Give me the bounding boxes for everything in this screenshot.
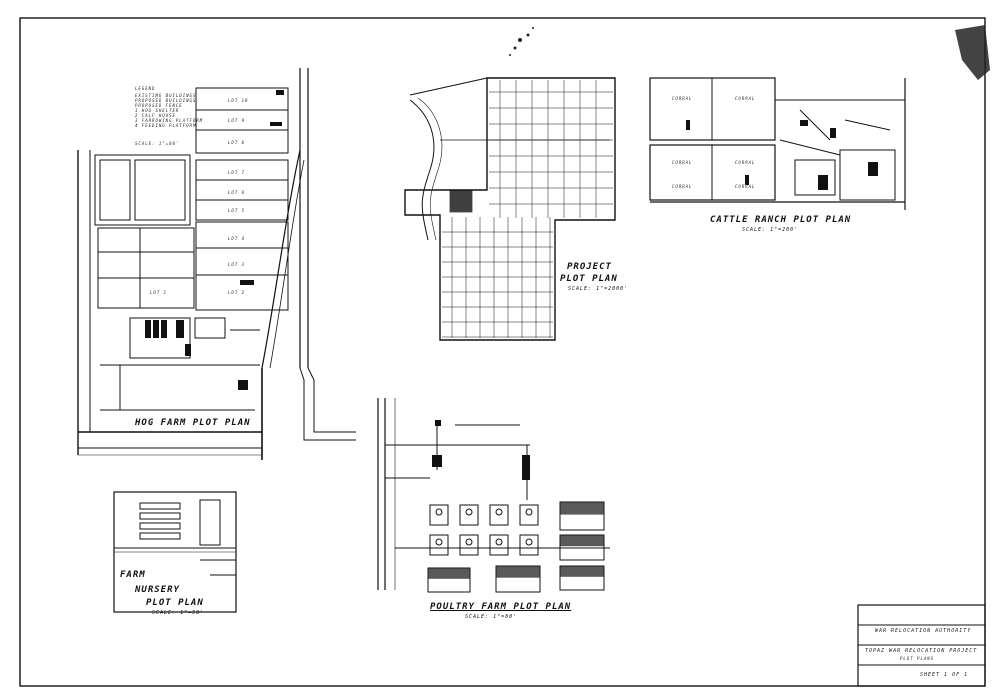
- poultry-barn-hatch: [428, 568, 470, 579]
- title-block-sheet-no: SHEET 1 OF 1: [920, 672, 969, 678]
- poultry-barn-hatch: [560, 535, 604, 547]
- corral-label: CORRAL: [735, 160, 756, 165]
- hog-farm-title: HOG FARM PLOT PLAN: [135, 418, 251, 428]
- cattle-ranch-title: CATTLE RANCH PLOT PLAN: [710, 215, 852, 225]
- project-grid: [442, 80, 613, 338]
- corral-label: CORRAL: [672, 96, 693, 101]
- poultry-solid: [432, 420, 530, 480]
- legend-item: EXISTING BUILDINGS: [135, 93, 197, 98]
- nursery-title-line3: PLOT PLAN: [146, 598, 204, 608]
- poultry-house: [519, 534, 539, 556]
- nursery-title-line2: NURSERY: [135, 585, 180, 595]
- cattle-ranch-scale: SCALE: 1"=200': [742, 227, 799, 233]
- nursery-scale: SCALE: 1"=50': [152, 610, 205, 616]
- poultry-house-marker: [465, 508, 473, 516]
- poultry-house: [519, 504, 539, 526]
- hog-farm-plan: [77, 68, 356, 460]
- poultry-houses: [427, 501, 605, 593]
- hog-farm-legend: EXISTING BUILDINGS PROPOSED BUILDINGS PR…: [135, 93, 203, 128]
- title-block-line2: TOPAZ WAR RELOCATION PROJECT: [865, 648, 978, 654]
- hog-lot-label: LOT 6: [228, 190, 246, 195]
- project-plan: [404, 77, 616, 341]
- poultry-house: [489, 534, 509, 556]
- legend-item: 3 FARROWING PLATFORM: [135, 118, 204, 123]
- hog-farm-buildings: [145, 90, 284, 390]
- poultry-house-marker: [495, 538, 503, 546]
- scan-smudge: [509, 25, 990, 80]
- corral-label: CORRAL: [672, 160, 693, 165]
- title-block-line3: PLOT PLANS: [900, 656, 935, 661]
- hog-lot-label: LOT 1: [150, 290, 168, 295]
- corral-label: CORRAL: [735, 96, 756, 101]
- legend-item: 1 HOG SHELTER: [135, 108, 180, 113]
- title-block: [857, 604, 986, 687]
- poultry-house: [459, 534, 479, 556]
- hog-lot-label: LOT 2: [228, 290, 246, 295]
- project-title-line2: PLOT PLAN: [560, 274, 618, 284]
- nursery-plan: [113, 491, 237, 613]
- poultry-house: [429, 504, 449, 526]
- poultry-barn-hatch: [560, 502, 604, 515]
- hog-lot-label: LOT 10: [228, 98, 249, 103]
- poultry-barn-hatch: [496, 566, 540, 578]
- legend-item: 4 FEEDING PLATFORM: [135, 123, 197, 128]
- poultry-house: [429, 534, 449, 556]
- cattle-ranch-plan: [649, 77, 906, 210]
- poultry-house-marker: [435, 538, 443, 546]
- poultry-barn-hatch: [560, 566, 604, 577]
- poultry-plan: [377, 398, 610, 590]
- hog-lot-label: LOT 5: [228, 208, 246, 213]
- poultry-house-marker: [525, 508, 533, 516]
- poultry-house-marker: [435, 508, 443, 516]
- hog-lot-label: LOT 7: [228, 170, 246, 175]
- poultry-house: [489, 504, 509, 526]
- hog-lot-label: LOT 9: [228, 118, 246, 123]
- legend-item: 2 CALF HOUSE: [135, 113, 176, 118]
- poultry-house-marker: [495, 508, 503, 516]
- project-scale: SCALE: 1"=2000': [568, 286, 629, 292]
- poultry-scale: SCALE: 1"=80': [465, 614, 518, 620]
- legend-item: PROPOSED BUILDINGS: [135, 98, 197, 103]
- cattle-ranch-buildings: [686, 120, 878, 190]
- corral-label: CORRAL: [735, 184, 756, 189]
- title-block-line1: WAR RELOCATION AUTHORITY: [875, 628, 972, 634]
- poultry-house-marker: [525, 538, 533, 546]
- poultry-house: [459, 504, 479, 526]
- hog-lot-label: LOT 4: [228, 236, 246, 241]
- project-title-line1: PROJECT: [567, 262, 612, 272]
- hog-farm-legend-scale: SCALE: 1"=80': [135, 141, 180, 146]
- corral-label: CORRAL: [672, 184, 693, 189]
- hog-farm-legend-heading: LEGEND: [135, 86, 156, 91]
- hog-lot-label: LOT 3: [228, 262, 246, 267]
- sheet-border: [19, 17, 986, 687]
- nursery-title-line1: FARM: [120, 570, 146, 580]
- poultry-house-marker: [465, 538, 473, 546]
- legend-item: PROPOSED FENCE: [135, 103, 183, 108]
- hog-lot-label: LOT 8: [228, 140, 246, 145]
- poultry-title: POULTRY FARM PLOT PLAN: [430, 602, 572, 612]
